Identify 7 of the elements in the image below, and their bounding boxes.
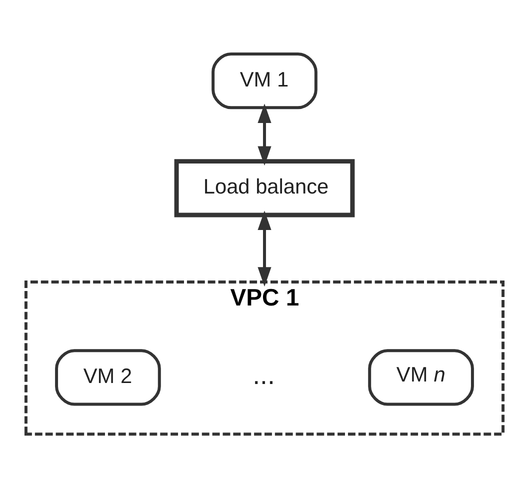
node-box: Load balance	[174, 158, 355, 217]
arrow	[258, 210, 272, 286]
node-box: VM n	[368, 348, 474, 406]
node-box: VM 2	[55, 348, 161, 406]
label: ...	[252, 360, 275, 390]
node-box: VM 1	[212, 52, 318, 109]
arrow	[258, 103, 272, 166]
